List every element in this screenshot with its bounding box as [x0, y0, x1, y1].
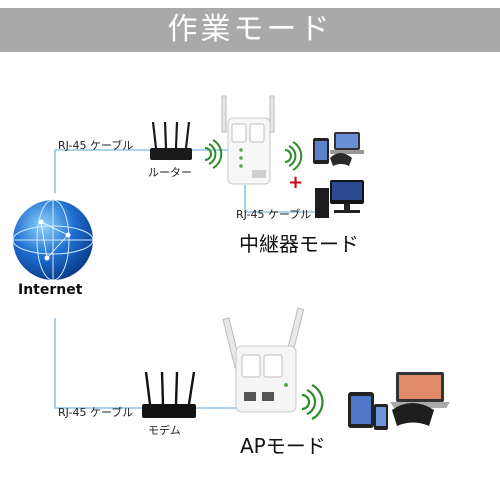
globe-icon: [12, 199, 94, 281]
repeater-top-icon: [221, 95, 275, 185]
connection-lines: [54, 149, 317, 409]
desktop-pc-icon: [315, 180, 364, 218]
wifi-icon-router: [204, 139, 223, 169]
ap-repeater-icon: [222, 307, 305, 413]
ap-mode-title: APモード: [240, 434, 326, 458]
cable-label-repeater-pc: RJ-45 ケーブル: [236, 208, 312, 221]
cable-internet-modem: [54, 318, 148, 409]
title-banner: [0, 8, 500, 52]
cable-internet-router: [54, 149, 157, 193]
router-label: ルーター: [148, 166, 192, 179]
modem-label: モデム: [148, 424, 181, 437]
internet-label: Internet: [18, 282, 83, 298]
devices-top-icon: [313, 132, 364, 166]
cable-label-internet-modem: RJ-45 ケーブル: [58, 406, 134, 419]
modem-icon: [142, 371, 196, 418]
cable-label-internet-router: RJ-45 ケーブル: [58, 139, 134, 152]
repeater-mode-title: 中継器モード: [239, 232, 359, 256]
cable-repeater-pc: [244, 185, 317, 213]
plus-sign: +: [288, 172, 304, 193]
router-icon: [150, 121, 192, 160]
wifi-icon-repeater: [284, 141, 303, 171]
wifi-icon-ap: [301, 384, 324, 420]
devices-bottom-icon: [348, 372, 450, 430]
page-title: 作業モード: [167, 12, 333, 47]
